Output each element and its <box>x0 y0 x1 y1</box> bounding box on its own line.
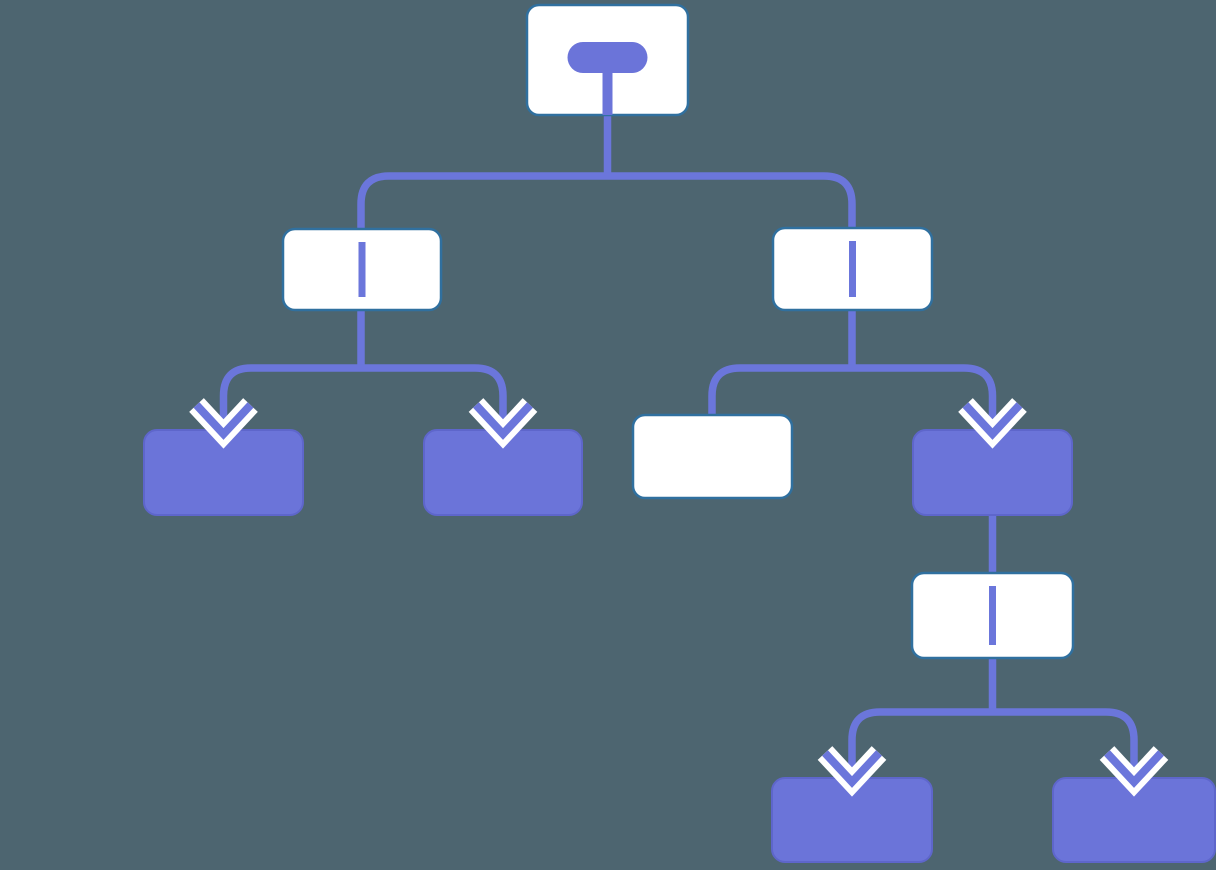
root-pill-shape <box>567 42 648 73</box>
connector-root-to-l2-left[interactable] <box>357 172 608 231</box>
connector-l4-to-l5-b[interactable] <box>992 708 1138 778</box>
arrowhead-chevron-arrow-l3-b <box>473 402 533 440</box>
arrowhead-chevron-arrow-l3-a <box>193 402 254 440</box>
arrowhead-chevron-arrow-l5-b <box>1104 750 1164 788</box>
connector-l4-to-l5-a[interactable] <box>848 708 993 778</box>
connector-root-to-l2-right[interactable] <box>607 172 856 230</box>
arrowhead-chevron-arrow-l5-a <box>822 750 882 788</box>
connector-l2-right-to-l3-d[interactable] <box>852 364 997 430</box>
node-l3-c[interactable] <box>631 413 794 500</box>
connector-l2-left-to-l3-a[interactable] <box>219 364 362 430</box>
arrowhead-chevron-arrow-l3-d <box>962 402 1023 440</box>
connector-l2-left-to-l3-b[interactable] <box>361 364 507 430</box>
root-pill-stem <box>602 70 613 115</box>
connector-l2-right-to-l3-c[interactable] <box>708 364 852 417</box>
